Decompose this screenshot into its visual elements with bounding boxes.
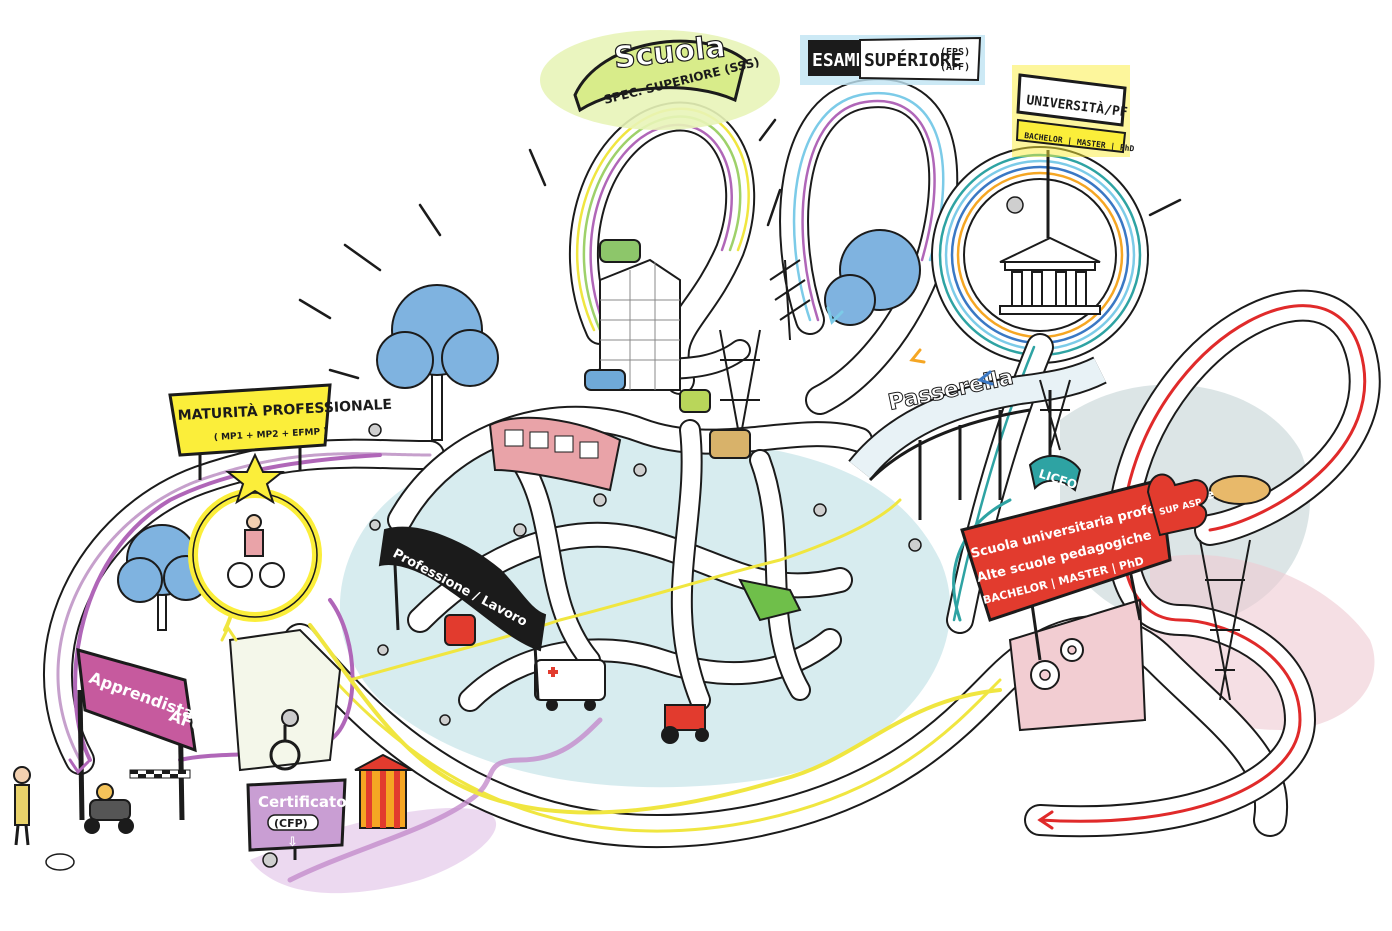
esame-title-right: SUPÉRIORE xyxy=(864,49,962,71)
sign-maturita: MATURITÀ PROFESSIONALE ( MP1 + MP2 + EFM… xyxy=(168,383,392,622)
arrow-red xyxy=(1037,810,1054,830)
sup-asp-thumb xyxy=(1146,473,1209,537)
unicycle-rider xyxy=(269,709,301,771)
esame-abbr2: (APF) xyxy=(940,62,970,73)
certificato-arrow: ⇩ xyxy=(287,835,298,850)
teal-guide-path xyxy=(952,498,1012,622)
cyclist-figure xyxy=(227,514,285,588)
sign-universita: UNIVERSITÀ/PF BACHELOR | MASTER | PhD xyxy=(1012,65,1135,157)
yellow-guide-center xyxy=(348,498,902,682)
checkered-start-line xyxy=(129,769,191,779)
esame-title-left: ESAME xyxy=(812,50,866,71)
arrow-purple xyxy=(68,758,90,775)
arrow-blue xyxy=(976,370,994,386)
arrow-orange xyxy=(909,348,926,364)
arrow-yellow xyxy=(220,625,238,642)
scaffold-towers xyxy=(719,259,1251,701)
sign-liceo: LICEO xyxy=(1028,454,1082,492)
esame-abbr1: (EPS) xyxy=(940,47,970,58)
purple-guide-lower xyxy=(287,717,603,883)
scuola-title: Scuola xyxy=(612,29,727,76)
sign-scuola: Scuola SPEC. SUPERIORE (SSS) xyxy=(540,29,780,130)
striped-kiosk xyxy=(354,753,413,829)
sign-certificato: Certificato (CFP) ⇩ xyxy=(246,778,347,860)
trees xyxy=(117,229,921,631)
pink-bus xyxy=(488,416,622,492)
tree-left xyxy=(117,524,209,631)
path-arrows xyxy=(68,306,1054,830)
small-figures xyxy=(45,196,1024,871)
star-icon xyxy=(225,452,285,505)
go-kart xyxy=(84,783,134,834)
red-tractor xyxy=(661,704,709,744)
white-ramp xyxy=(228,628,342,772)
small-cars xyxy=(444,239,1271,646)
certificato-line2: (CFP) xyxy=(274,817,308,830)
tree-middle xyxy=(376,284,499,441)
photographer-figure xyxy=(13,766,31,846)
ambulance xyxy=(534,659,606,711)
university-building xyxy=(999,150,1101,315)
certificato-line1: Certificato xyxy=(258,793,347,811)
arrow-cyan xyxy=(826,306,844,325)
sparkle-lines xyxy=(298,118,1182,380)
tree-right xyxy=(824,229,921,326)
sign-esame: ESAME SUPÉRIORE (EPS) (APF) xyxy=(800,35,985,85)
sign-apprendistato: Apprendistato AFC xyxy=(76,647,214,821)
gear-box xyxy=(1008,598,1147,732)
